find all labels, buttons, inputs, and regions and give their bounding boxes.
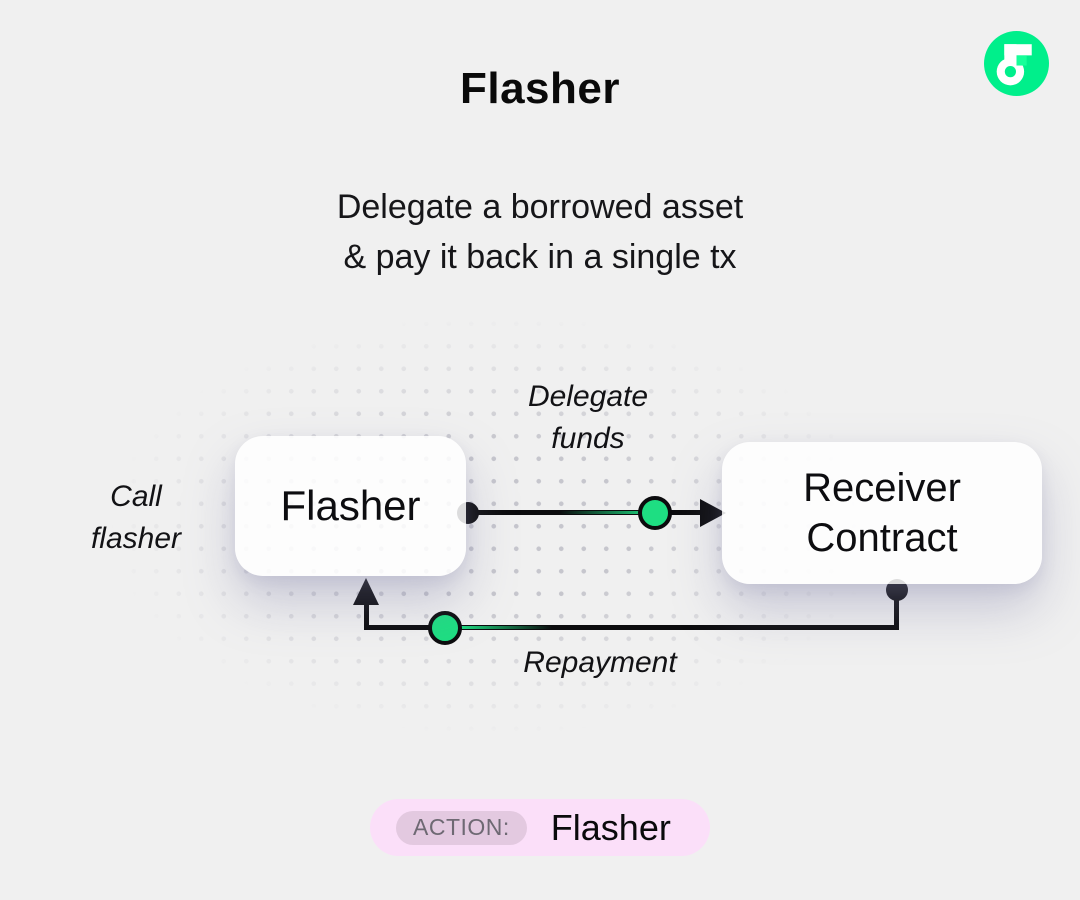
flow-logo-svg [984, 31, 1049, 96]
receiver-contract-node: Receiver Contract [722, 442, 1042, 584]
subtitle-line-2: & pay it back in a single tx [343, 238, 737, 276]
repayment-label: Repayment [523, 646, 677, 679]
page-subtitle: Delegate a borrowed asset & pay it back … [0, 182, 1080, 282]
subtitle-line-1: Delegate a borrowed asset [336, 188, 744, 226]
repayment-edge-line [364, 625, 897, 630]
repayment-edge-vertical-right [894, 590, 899, 630]
action-label: ACTION: [413, 814, 510, 840]
receiver-label-line-1: Receiver [803, 466, 961, 510]
receiver-node-label: Receiver Contract [803, 463, 961, 563]
repayment-token-circle [428, 611, 462, 645]
call-flasher-label: Call flasher [36, 476, 236, 560]
page-title: Flasher [459, 64, 620, 113]
delegate-token-circle [638, 496, 672, 530]
delegate-label-line-2: funds [551, 422, 625, 455]
delegate-arrowhead-icon [700, 499, 726, 527]
flasher-node: Flasher [235, 436, 466, 576]
repayment-token-trail [460, 626, 552, 629]
flow-logo-icon [984, 31, 1049, 96]
repayment-arrowhead-icon [353, 578, 379, 605]
call-label-line-2: flasher [90, 522, 182, 555]
action-value: Flasher [550, 806, 671, 848]
delegate-funds-label: Delegate funds [448, 376, 728, 460]
repayment-edge-vertical-left [364, 604, 369, 630]
receiver-label-line-2: Contract [806, 516, 958, 560]
call-label-line-1: Call [110, 480, 162, 513]
flasher-node-label: Flasher [280, 482, 421, 529]
action-badge: ACTION: Flasher [370, 799, 710, 856]
delegate-label-line-1: Delegate [527, 380, 649, 413]
delegate-token-trail [560, 511, 655, 514]
action-label-pill: ACTION: [396, 810, 527, 845]
